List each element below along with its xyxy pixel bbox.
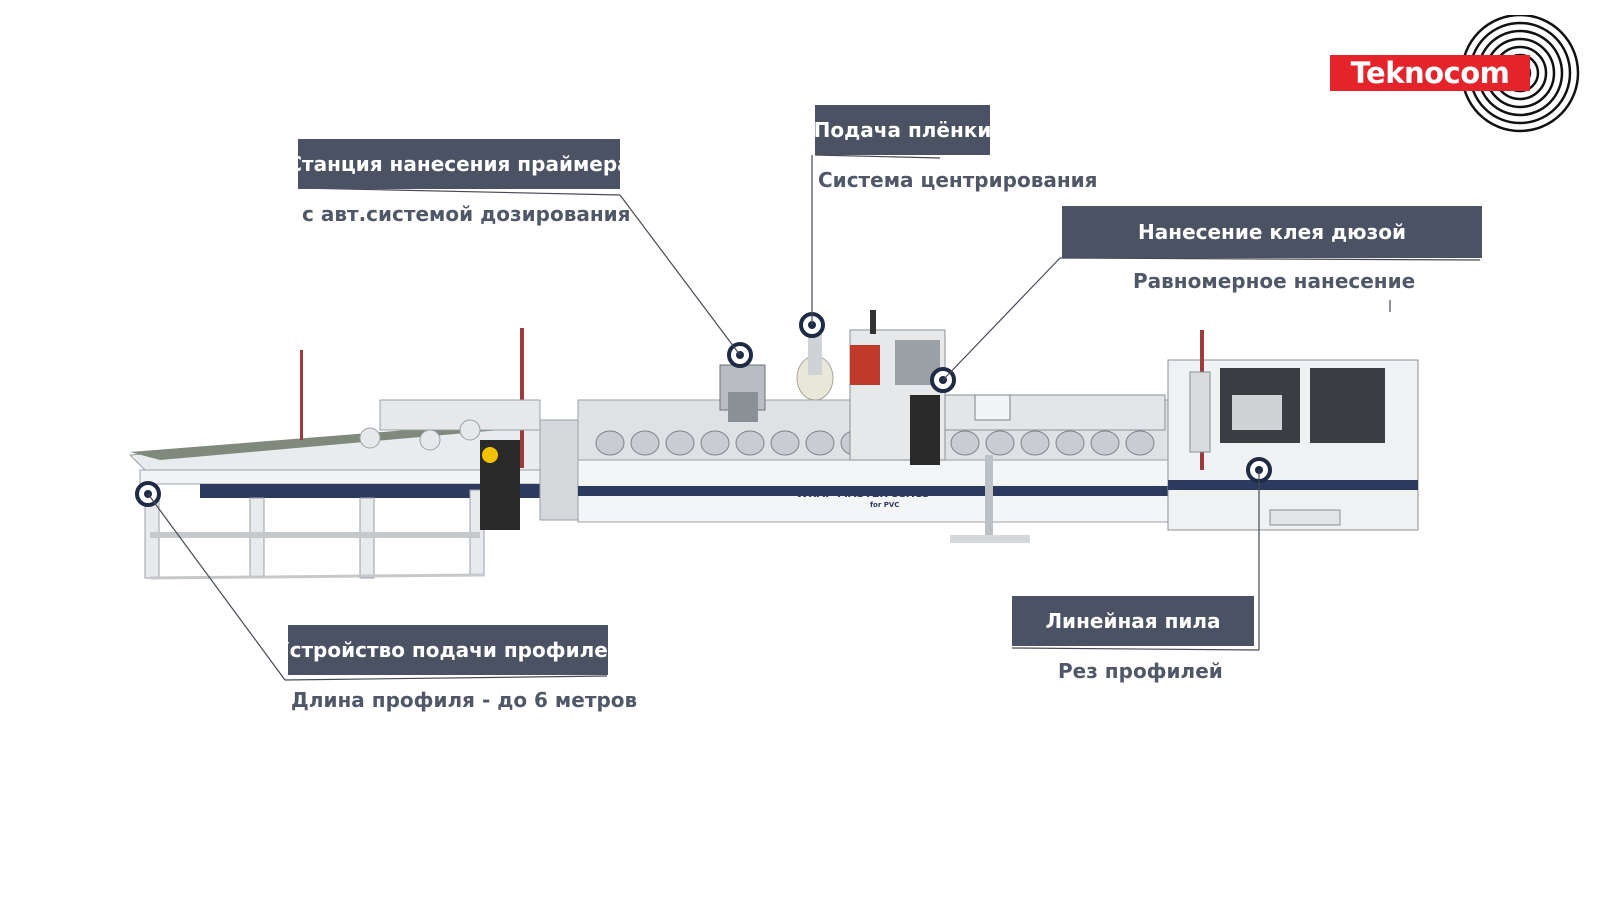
callout-primer-subtitle: с авт.системой дозирования: [302, 202, 631, 226]
callout-feeder-title: Устройство подачи профилей: [274, 625, 622, 675]
callout-film-title: Подача плёнки: [814, 105, 991, 155]
callout-saw-title: Линейная пила: [1012, 596, 1254, 646]
spiral-emblem-icon: [1460, 15, 1580, 133]
logo-wordmark: Teknocom: [1330, 55, 1530, 91]
model-label: WRAP MASTER series: [796, 487, 929, 500]
teknocom-logo: Teknocom: [1330, 15, 1590, 135]
callout-saw-subtitle: Рез профилей: [1058, 659, 1223, 683]
profile-feeder-unit: [128, 328, 581, 580]
callout-glue-title: Нанесение клея дюзой: [1062, 206, 1482, 258]
callout-feeder-subtitle: Длина профиля - до 6 метров: [291, 688, 638, 712]
callout-primer-title: Станция нанесения праймера: [287, 139, 631, 189]
leader-lines: [147, 154, 1481, 681]
callout-film-subtitle: Система центрирования: [818, 168, 1098, 192]
wrapping-line-body: WRAP MASTER series for PVC: [577, 310, 1169, 543]
callout-glue-subtitle: Равномерное нанесение: [1133, 269, 1416, 293]
model-sublabel: for PVC: [870, 501, 899, 509]
linear-saw-cabinet: [1167, 330, 1419, 531]
